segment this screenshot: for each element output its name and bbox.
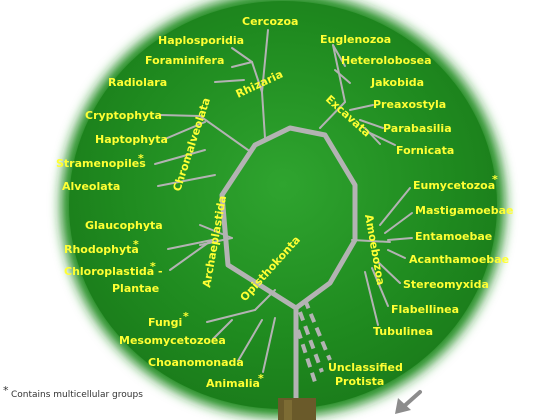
taxon-tubulinea: Tubulinea [373,325,433,338]
taxon-acanthamoebae: Acanthamoebae [409,253,509,266]
taxon-plantae: Plantae [112,282,159,295]
taxon-chloroplastida: Chloroplastida - [64,265,163,278]
star-fungi: * [183,310,189,323]
trunk-wood-shade [284,400,292,420]
taxon-fornicata: Fornicata [396,144,454,157]
green-field-inner [69,1,497,409]
taxon-stramenopiles: Stramenopiles [56,157,146,170]
rhizaria-branches [214,29,269,139]
taxon-rhodophyta: Rhodophyta [64,243,139,256]
taxon-mesomycetozoea: Mesomycetozoea [119,334,226,347]
chromalveolata-branches [154,114,249,187]
taxon-preaxostyla: Preaxostyla [373,98,446,111]
star-animalia: * [258,372,264,385]
amoebozoa-branches [351,187,413,326]
star-stramenopiles: * [138,152,144,165]
taxon-glaucophyta: Glaucophyta [85,219,163,232]
excavata-branches [319,44,396,146]
taxon-jakobida: Jakobida [370,76,424,89]
pointer-arrow-icon [395,390,422,414]
taxon-alveolata: Alveolata [62,180,120,193]
taxon-haplosporidia: Haplosporidia [158,34,244,47]
footnote-star: * [3,384,9,397]
taxon-choanomonada: Choanomonada [148,356,244,369]
star-rhodophyta: * [133,238,139,251]
taxon-cryptophyta: Cryptophyta [85,109,162,122]
taxon-euglenozoa: Euglenozoa [320,33,391,46]
unclassified-branch-2 [298,311,324,373]
footnote-text: Contains multicellular groups [11,390,143,400]
taxon-fungi: Fungi [148,316,182,329]
taxon-radiolara: Radiolara [108,76,167,89]
taxon-animalia: Animalia [206,377,260,390]
star-eumycetozoa: * [492,173,498,186]
taxon-haptophyta: Haptophyta [95,133,168,146]
taxon-stereomyxida: Stereomyxida [403,278,489,291]
unclassified-branch-3 [296,329,318,386]
star-chloroplastida: * [150,260,156,273]
taxon-foraminifera: Foraminifera [145,54,224,67]
trunk-wood [278,398,316,420]
taxon-heterolobosea: Heterolobosea [341,54,432,67]
taxon-flabellinea: Flabellinea [391,303,459,316]
unclassified-branch-1 [303,299,332,361]
taxon-mastigamoebae: Mastigamoebae [415,204,513,217]
taxon-cercozoa: Cercozoa [242,15,298,28]
taxon-eumycetozoa: Eumycetozoa [413,179,495,192]
opisthokonta-branches [206,289,276,373]
taxon-entamoebae: Entamoebae [415,230,492,243]
tree-ring [219,125,358,401]
taxon-parabasilia: Parabasilia [383,122,452,135]
taxon-protista: Protista [335,375,384,388]
taxon-unclassified: Unclassified [328,361,403,374]
archaeplastida-branches [167,224,233,271]
